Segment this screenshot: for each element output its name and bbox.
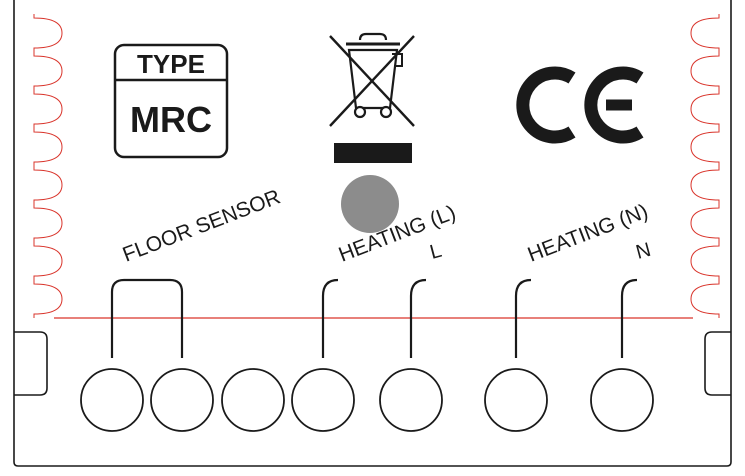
terminal-screw-icon <box>379 368 443 432</box>
terminal-block <box>80 368 654 432</box>
right-red-wave-edge <box>690 14 720 318</box>
wire-heating-n-2 <box>620 278 638 358</box>
n-marker-label: N <box>634 239 654 264</box>
gray-indicator-dot <box>341 175 399 233</box>
model-label: MRC <box>130 99 212 140</box>
left-side-tab <box>14 331 48 396</box>
weee-crossed-bin-icon <box>329 32 415 127</box>
ce-mark-icon <box>516 66 644 144</box>
terminal-screw-icon <box>80 368 144 432</box>
type-label: TYPE <box>137 49 205 79</box>
heating-n-label: HEATING (N) <box>525 200 652 267</box>
wire-heating-l-1 <box>321 278 339 358</box>
housing-outline <box>13 0 732 467</box>
right-side-tab <box>704 331 731 396</box>
weee-black-bar <box>334 143 412 163</box>
floor-sensor-label: FLOOR SENSOR <box>120 185 284 266</box>
wire-heating-l-2 <box>409 278 427 358</box>
terminal-screw-icon <box>590 368 654 432</box>
terminal-screw-icon <box>291 368 355 432</box>
l-marker-label: L <box>428 240 444 264</box>
type-badge: TYPE MRC <box>113 43 229 159</box>
terminal-screw-icon <box>221 368 285 432</box>
floor-sensor-wire <box>110 278 184 358</box>
wire-heating-n-1 <box>514 278 532 358</box>
terminal-screw-icon <box>150 368 214 432</box>
left-red-wave-edge <box>33 14 63 318</box>
terminal-screw-icon <box>484 368 548 432</box>
